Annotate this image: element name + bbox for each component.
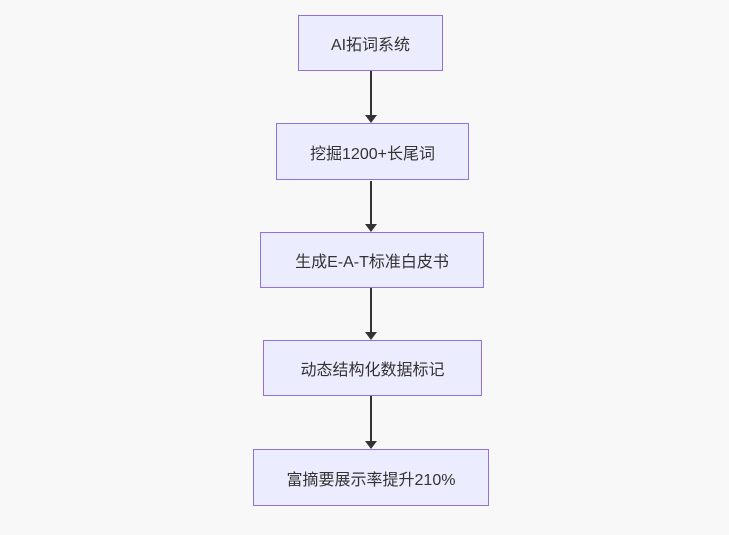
node-label: AI拓词系统 — [330, 37, 411, 54]
arrow-down-2 — [365, 181, 377, 232]
arrow-down-1 — [365, 71, 377, 123]
arrow-down-4 — [365, 396, 377, 449]
flow-node-dynamic-structured-data-markup: 动态结构化数据标记 — [263, 340, 482, 396]
flow-node-rich-snippet-rate-increase: 富摘要展示率提升210% — [253, 449, 489, 506]
node-label: 富摘要展示率提升210% — [286, 471, 456, 489]
flow-node-ai-word-expansion-system: AI拓词系统 — [298, 15, 443, 71]
flow-node-mine-longtail-keywords: 挖掘1200+长尾词 — [276, 123, 469, 180]
node-label: 动态结构化数据标记 — [300, 362, 445, 379]
flow-node-generate-eat-whitepaper: 生成E-A-T标准白皮书 — [260, 232, 484, 288]
node-label: 生成E-A-T标准白皮书 — [295, 254, 449, 271]
node-label: 挖掘1200+长尾词 — [310, 145, 435, 163]
arrow-down-3 — [365, 288, 377, 340]
